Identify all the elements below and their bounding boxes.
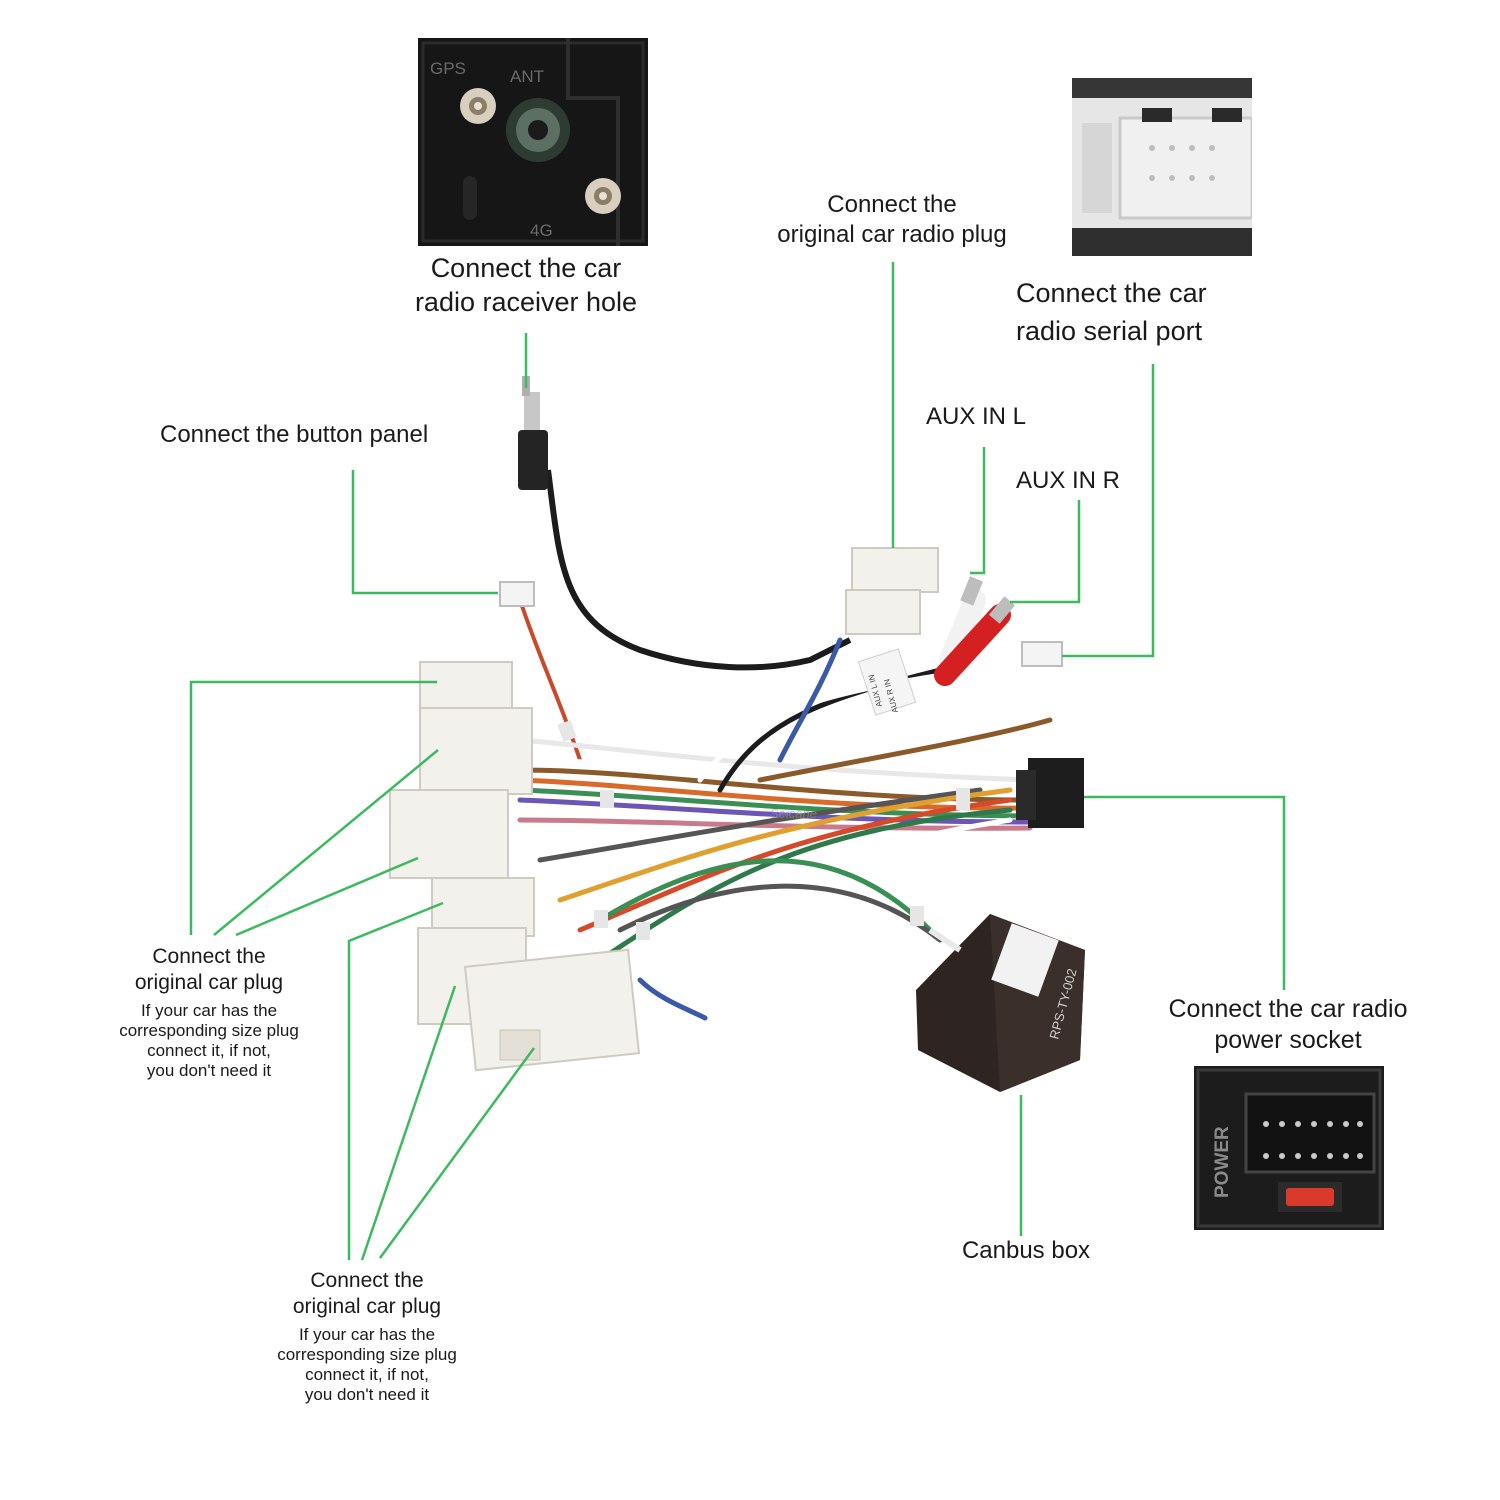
aux-in-l-label: AUX IN L (926, 403, 1027, 430)
power-socket-label: Connect the car radio power socket (1168, 995, 1408, 1055)
serial-port-leader (1062, 364, 1155, 658)
aux-l-leader (970, 447, 986, 575)
button-panel-label: Connect the button panel (160, 421, 429, 448)
orig-plug-left-label: Connect the original car plug If your ca… (119, 945, 299, 1080)
gps-text: GPS (430, 59, 466, 78)
canbus-box-label: Canbus box (961, 1237, 1091, 1264)
orig-plug-bottom-label: Connect the original car plug If your ca… (277, 1269, 457, 1404)
orig-plug-left-leader-b (213, 749, 439, 936)
4g-text: 4G (530, 221, 553, 240)
serial-port-label: Connect the car radio serial port (1016, 278, 1207, 346)
aux-r-leader (1010, 500, 1081, 604)
orig-plug-left-leader-a (189, 680, 437, 935)
orig-plug-bottom-leader-a (347, 901, 444, 1260)
orig-plug-bottom-leader-b (360, 985, 457, 1261)
orig-plug-left-leader-c (235, 856, 419, 937)
antenna-port-photo: GPS ANT 4G (418, 38, 648, 246)
radio-plug-top-label: Connect the original car radio plug (777, 191, 1007, 248)
receiver-hole-label: Connect the car radio raceiver hole (414, 253, 638, 317)
aux-in-r-label: AUX IN R (1016, 467, 1121, 494)
power-socket-leader (1084, 795, 1286, 990)
orig-plug-bottom-leader-c (378, 1047, 536, 1259)
watermark-text: Seicane (770, 806, 817, 821)
power-text: POWER (1212, 1126, 1233, 1198)
serial-port-photo (1072, 78, 1252, 256)
ant-text: ANT (510, 67, 544, 86)
button-panel-leader (351, 470, 498, 595)
power-socket-photo: POWER (1194, 1066, 1384, 1230)
